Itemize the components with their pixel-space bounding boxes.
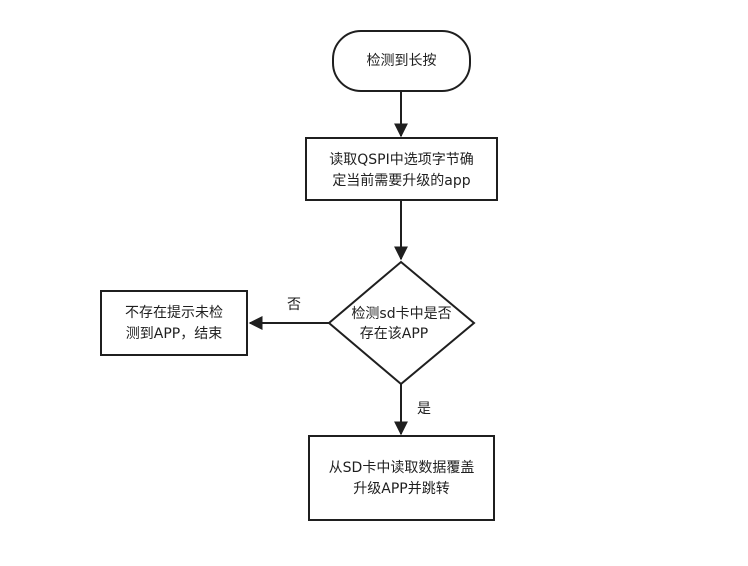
read-qspi-node-shape [305,137,498,201]
start-node-label: 检测到长按 [367,53,437,69]
read-qspi-node[interactable]: 读取QSPI中选项字节确 定当前需要升级的app [305,137,498,201]
read-qspi-label-line1: 读取QSPI中选项字节确 [329,151,473,168]
check-sd-label-line2: 存在该APP [360,326,428,342]
edge-yes-label: 是 [417,401,431,417]
check-sd-decision-shape [327,260,476,386]
upgrade-label-line1: 从SD卡中读取数据覆盖 [329,459,475,476]
not-found-label-line1: 不存在提示未检 [125,305,223,321]
check-sd-decision[interactable]: 检测sd卡中是否 存在该APP [327,260,476,386]
not-found-node-shape [100,290,248,356]
check-sd-label-line1: 检测sd卡中是否 [351,306,451,322]
upgrade-label-line2: 升级APP并跳转 [353,481,449,497]
read-qspi-label-line2: 定当前需要升级的app [332,172,470,189]
not-found-node[interactable]: 不存在提示未检 测到APP，结束 [100,290,248,356]
not-found-label-line2: 测到APP，结束 [126,326,222,342]
edge-no-label: 否 [287,297,301,313]
upgrade-node[interactable]: 从SD卡中读取数据覆盖 升级APP并跳转 [308,435,495,521]
start-node[interactable]: 检测到长按 [332,30,471,92]
upgrade-node-shape [308,435,495,521]
